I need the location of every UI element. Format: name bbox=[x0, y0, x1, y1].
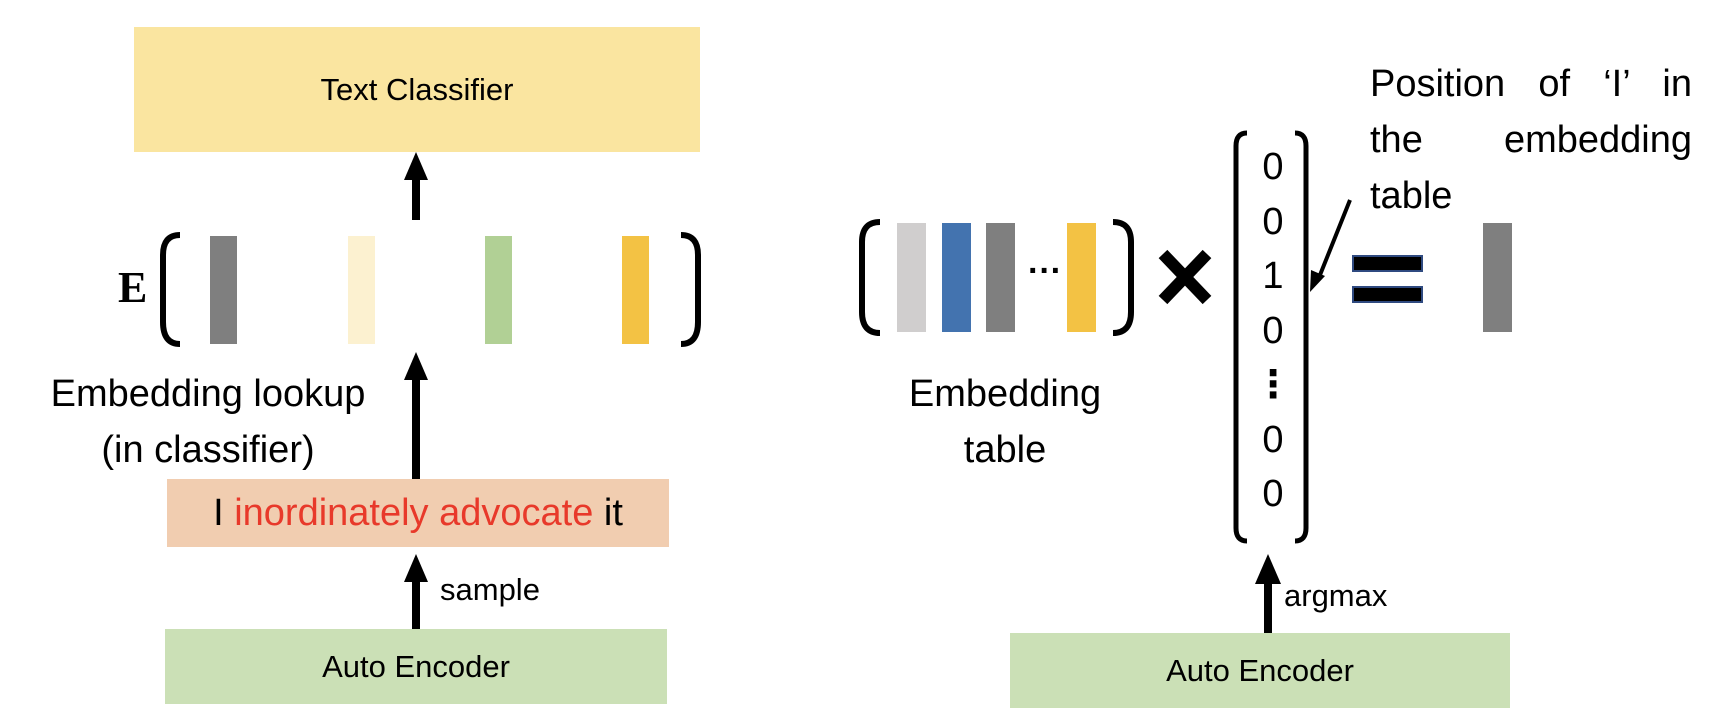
one-hot-values: 0 0 1 0 ⋮ 0 0 bbox=[1250, 140, 1296, 522]
input-sentence-box: I inordinately advocate it bbox=[167, 479, 669, 547]
auto-encoder-label-right: Auto Encoder bbox=[1166, 652, 1354, 688]
arrow-sample bbox=[404, 554, 428, 629]
annotation-line3: table bbox=[1370, 175, 1453, 217]
word-perturbed: inordinately advocate bbox=[234, 491, 594, 534]
annotation-line1: Position of ‘I’ in bbox=[1370, 63, 1692, 105]
embedding-lookup-label: Embedding lookup (in classifier) bbox=[28, 366, 388, 478]
embedding-lookup-line2: (in classifier) bbox=[101, 429, 315, 471]
one-hot-value: 0 bbox=[1262, 418, 1284, 461]
embedding-vector-it bbox=[622, 236, 649, 344]
word-it: it bbox=[603, 491, 623, 534]
text-classifier-box: Text Classifier bbox=[134, 27, 700, 152]
auto-encoder-box-right: Auto Encoder bbox=[1010, 633, 1510, 708]
right-paren-table bbox=[1112, 219, 1134, 336]
embedding-vector-I bbox=[210, 236, 237, 344]
arrow-to-classifier bbox=[404, 152, 428, 220]
text-classifier-label: Text Classifier bbox=[320, 71, 514, 107]
arrow-lookup bbox=[404, 352, 428, 479]
result-vector bbox=[1483, 223, 1512, 332]
ellipsis: ··· bbox=[1028, 252, 1062, 290]
embedding-lookup-line1: Embedding lookup bbox=[50, 373, 366, 415]
table-vector-n bbox=[1067, 223, 1096, 332]
arrow-argmax bbox=[1255, 554, 1281, 633]
times-icon bbox=[1158, 249, 1212, 305]
left-bracket-onehot bbox=[1233, 130, 1248, 544]
table-vector-1 bbox=[897, 223, 926, 332]
equals-icon bbox=[1352, 255, 1423, 303]
right-paren-e bbox=[680, 232, 701, 347]
one-hot-value: 0 bbox=[1262, 309, 1284, 352]
right-bracket-onehot bbox=[1294, 130, 1309, 544]
one-hot-value: 0 bbox=[1262, 200, 1284, 243]
embedding-symbol: E bbox=[118, 263, 148, 312]
one-hot-vertical-ellipsis: ⋮ bbox=[1254, 364, 1292, 406]
position-annotation: Position of ‘I’ in the embedding table bbox=[1370, 56, 1692, 224]
one-hot-value: 0 bbox=[1262, 473, 1284, 515]
annotation-line2: the embedding bbox=[1370, 119, 1692, 161]
embedding-vector-inordinately bbox=[348, 236, 375, 344]
input-sentence: I inordinately advocate it bbox=[213, 492, 623, 535]
auto-encoder-label-left: Auto Encoder bbox=[322, 648, 510, 684]
table-vector-3 bbox=[986, 223, 1015, 332]
embedding-table-line1: Embedding bbox=[908, 373, 1102, 415]
left-paren-table bbox=[859, 219, 881, 336]
embedding-vector-advocate bbox=[485, 236, 512, 344]
word-i: I bbox=[213, 491, 224, 534]
argmax-label: argmax bbox=[1284, 578, 1388, 613]
auto-encoder-box-left: Auto Encoder bbox=[165, 629, 667, 704]
embedding-table-line2: table bbox=[963, 429, 1047, 471]
table-vector-2 bbox=[942, 223, 971, 332]
one-hot-value: 0 bbox=[1262, 146, 1284, 188]
embedding-table-label: Embedding table bbox=[880, 366, 1130, 478]
sample-label: sample bbox=[440, 572, 540, 607]
annotation-arrow bbox=[1310, 199, 1352, 292]
one-hot-value: 1 bbox=[1262, 255, 1284, 297]
left-paren-e bbox=[160, 232, 181, 347]
